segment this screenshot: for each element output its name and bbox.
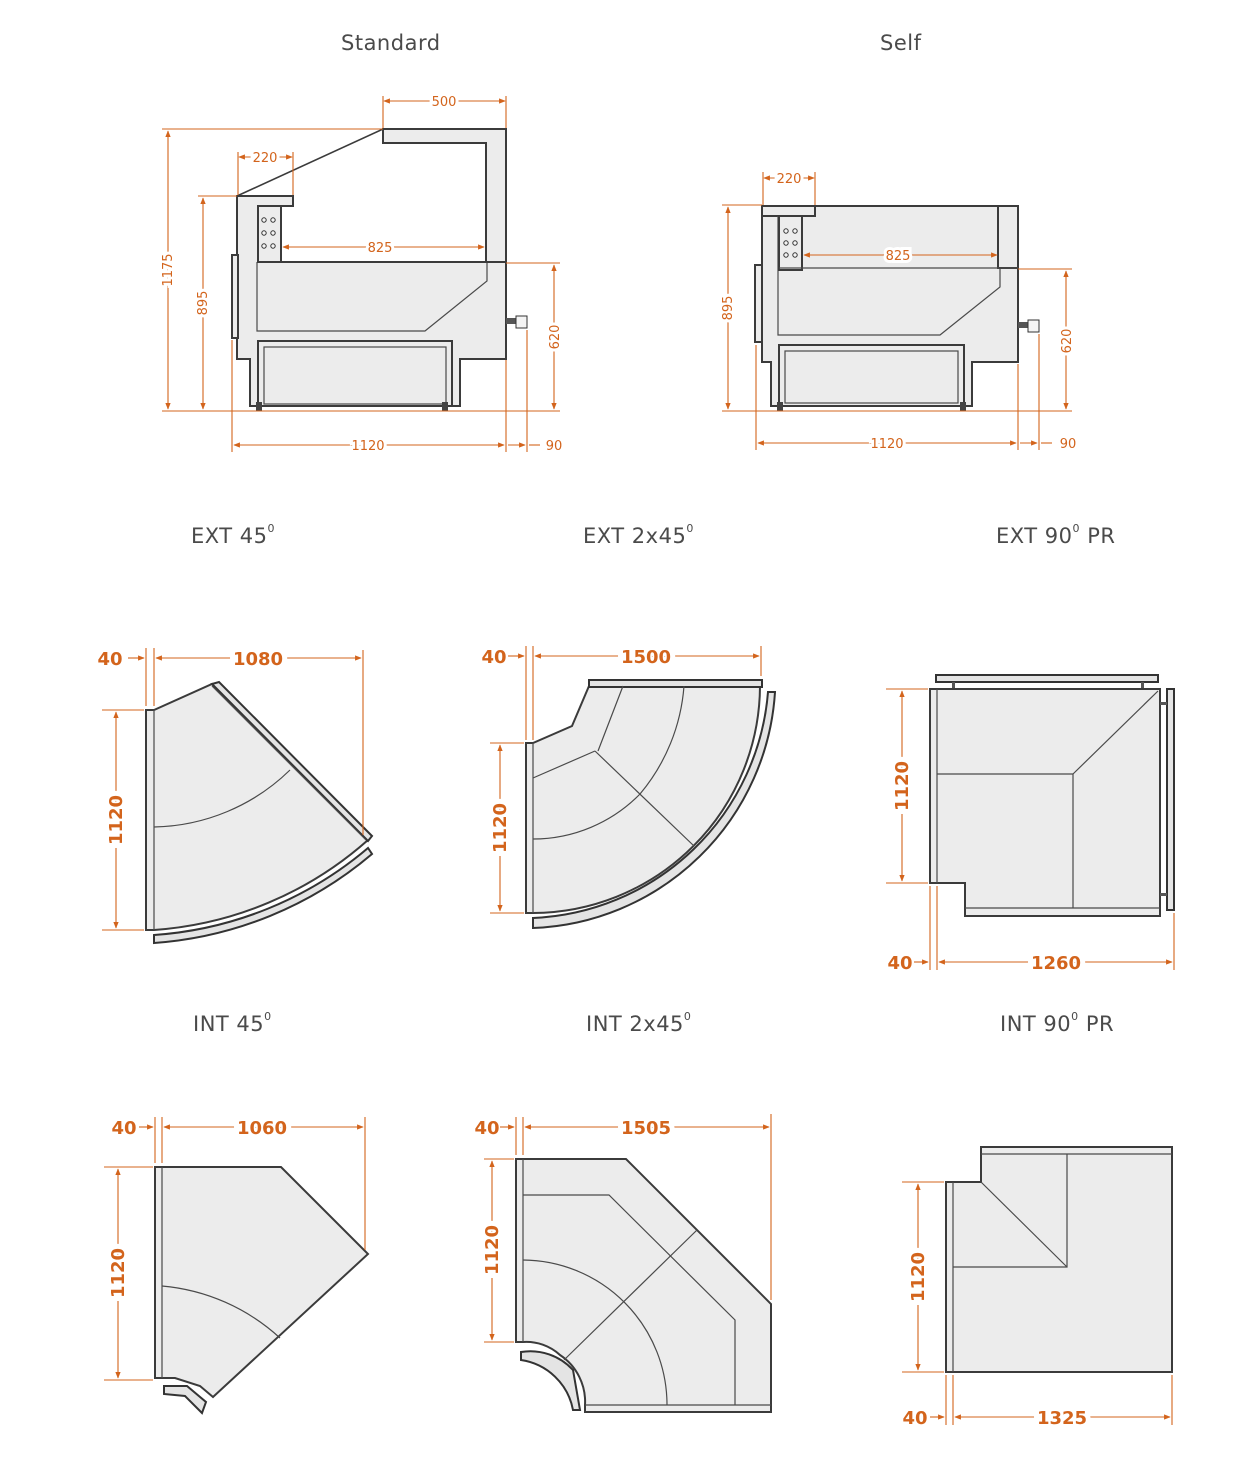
int45-dim-40: 40 (111, 1118, 136, 1139)
ext45-dim-1080: 1080 (233, 649, 283, 670)
int2x45-dim-40: 40 (474, 1118, 499, 1139)
standard-dim-500: 500 (432, 95, 457, 110)
title-int-90-pr: INT 900 PR (1000, 1010, 1115, 1036)
int90-dim-40: 40 (902, 1408, 927, 1429)
ext2x45-dim-40: 40 (481, 647, 506, 668)
ext90-dimensions: 1120 40 1260 (886, 688, 1175, 979)
standard-dim-90: 90 (546, 439, 563, 454)
title-int-45: INT 450 (193, 1010, 272, 1036)
int45-dimensions: 40 1060 1120 (103, 1113, 366, 1381)
ext90-dim-1120: 1120 (892, 761, 913, 811)
ext2x45-dim-1120: 1120 (490, 803, 511, 853)
ext90-plan (929, 674, 1175, 917)
title-standard: Standard (341, 31, 441, 55)
title-int-2x45: INT 2x450 (586, 1010, 692, 1036)
standard-dim-620: 620 (548, 325, 563, 350)
title-ext-2x45: EXT 2x450 (583, 522, 694, 548)
ext2x45-dimensions: 40 1500 1120 (481, 642, 762, 914)
ext45-dimensions: 40 1080 1120 (97, 644, 364, 931)
int45-plan (154, 1166, 370, 1415)
self-dim-220: 220 (777, 172, 802, 187)
int2x45-dim-1505: 1505 (621, 1118, 671, 1139)
ext45-plan (145, 680, 374, 945)
standard-dim-220: 220 (253, 151, 278, 166)
standard-dim-895: 895 (196, 291, 211, 316)
title-ext-45: EXT 450 (191, 522, 276, 548)
int45-dim-1060: 1060 (237, 1118, 287, 1139)
self-cabinet (754, 205, 1040, 411)
ext2x45-dim-1500: 1500 (621, 647, 671, 668)
int90-dim-1325: 1325 (1037, 1408, 1087, 1429)
ext90-dim-1260: 1260 (1031, 953, 1081, 974)
self-dim-825: 825 (886, 249, 911, 264)
ext45-dim-1120: 1120 (106, 795, 127, 845)
int2x45-dim-1120: 1120 (482, 1225, 503, 1275)
self-dim-620: 620 (1060, 329, 1075, 354)
ext2x45-plan (525, 679, 777, 930)
int45-dim-1120: 1120 (108, 1248, 129, 1298)
standard-dim-1175: 1175 (161, 253, 176, 286)
standard-cabinet (231, 128, 528, 411)
title-ext-90-pr: EXT 900 PR (996, 522, 1116, 548)
self-dim-895: 895 (721, 296, 736, 321)
ext90-dim-40: 40 (887, 953, 912, 974)
standard-dimensions: 500 220 825 1175 895 620 1120 90 (158, 92, 566, 457)
title-self: Self (880, 31, 922, 55)
int2x45-dimensions: 40 1505 1120 (474, 1113, 772, 1343)
int90-plan (945, 1146, 1173, 1373)
standard-dim-825: 825 (368, 241, 393, 256)
standard-dim-1120: 1120 (351, 439, 384, 454)
self-dimensions: 220 825 895 620 1120 90 (718, 169, 1078, 455)
ext45-dim-40: 40 (97, 649, 122, 670)
int90-dimensions: 1120 40 1325 (902, 1181, 1173, 1434)
int2x45-plan (515, 1158, 772, 1413)
self-dim-90: 90 (1060, 437, 1077, 452)
self-dim-1120: 1120 (870, 437, 903, 452)
int90-dim-1120: 1120 (908, 1252, 929, 1302)
